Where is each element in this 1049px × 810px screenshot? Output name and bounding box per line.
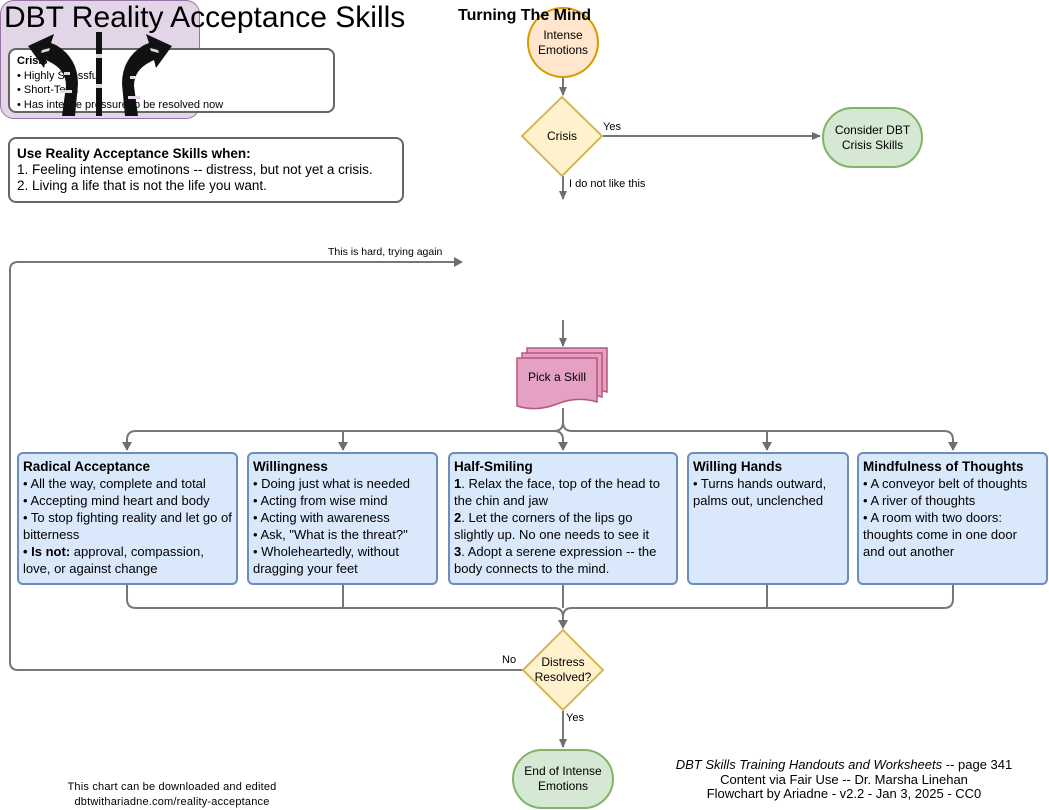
skill-point: 3. Adopt a serene expression -- the body… xyxy=(454,543,672,577)
consider-crisis-skills-label: Consider DBT Crisis Skills xyxy=(834,122,911,152)
skill-point: • A room with two doors: thoughts come i… xyxy=(863,510,1017,559)
skill-point-text: approval, compassion, love, or against c… xyxy=(23,544,204,576)
source-credits: DBT Skills Training Handouts and Workshe… xyxy=(640,757,1048,802)
skill-point: • Acting with awareness xyxy=(253,510,390,525)
skill-half-smiling: Half-Smiling 1. Relax the face, top of t… xyxy=(448,452,678,585)
distress-decision-label: Distress Resolved? xyxy=(534,655,592,684)
skill-radical-acceptance: Radical Acceptance • All the way, comple… xyxy=(17,452,238,585)
download-note: This chart can be downloaded and edited … xyxy=(40,780,304,810)
step-text: . Adopt a serene expression -- the body … xyxy=(454,544,657,576)
intense-emotions-start-node: Intense Emotions xyxy=(527,7,599,78)
step-number: 2 xyxy=(454,510,462,525)
skill-title: Willingness xyxy=(253,459,328,474)
pick-skill-shape xyxy=(516,347,608,410)
skill-point: • Accepting mind heart and body xyxy=(23,493,210,508)
download-text: This chart can be downloaded and edited xyxy=(67,781,277,793)
skill-title: Radical Acceptance xyxy=(23,459,151,474)
skill-point: • A river of thoughts xyxy=(863,493,976,508)
turning-the-mind-title: Turning The Mind xyxy=(457,7,591,24)
credits-line: Content via Fair Use -- Dr. Marsha Lineh… xyxy=(720,771,968,787)
edge-label-yes-end: Yes xyxy=(566,712,584,724)
edge-label-yes-crisis: Yes xyxy=(603,121,621,133)
turning-the-mind-node: Turning The Mind xyxy=(0,0,591,119)
pick-a-skill-label: Pick a Skill xyxy=(527,370,586,384)
distress-decision-shape xyxy=(521,628,605,712)
when-note-item: 2. Living a life that is not the life yo… xyxy=(17,178,267,193)
skill-mindfulness-of-thoughts: Mindfulness of Thoughts • A conveyor bel… xyxy=(857,452,1048,585)
skill-title: Mindfulness of Thoughts xyxy=(863,459,1024,474)
skill-point: • Wholeheartedly, without dragging your … xyxy=(253,544,399,576)
edge-label-dislike: I do not like this xyxy=(569,178,646,190)
skill-point: • Acting from wise mind xyxy=(253,493,388,508)
skill-point: • Is not: approval, compassion, love, or… xyxy=(23,543,232,577)
step-text: . Relax the face, top of the head to the… xyxy=(454,476,660,508)
crisis-note-item: • Highly Stressful xyxy=(17,69,101,82)
skill-willingness: Willingness • Doing just what is needed … xyxy=(247,452,438,585)
edge-distress-loop xyxy=(9,261,523,671)
crisis-decision-shape xyxy=(520,95,604,178)
skill-point: • Turns hands outward, palms out, unclen… xyxy=(693,476,827,508)
step-number: 3 xyxy=(454,544,462,559)
skill-point: • Doing just what is needed xyxy=(253,476,411,491)
edge-label-no: No xyxy=(502,654,517,666)
when-note-heading: Use Reality Acceptance Skills when: xyxy=(17,146,251,161)
end-of-intense-emotions-node: End of Intense Emotions xyxy=(512,749,614,809)
skill-point: 2. Let the corners of the lips go slight… xyxy=(454,509,672,543)
skill-point: • All the way, complete and total xyxy=(23,476,206,491)
credits-line: DBT Skills Training Handouts and Workshe… xyxy=(640,757,1048,773)
consider-crisis-skills-node: Consider DBT Crisis Skills xyxy=(822,107,923,168)
page-title: DBT Reality Acceptance Skills xyxy=(4,1,406,34)
skill-point-emphasis: • Is not: xyxy=(23,544,71,559)
skill-title: Half-Smiling xyxy=(454,459,533,474)
skill-point: • Ask, "What is the threat?" xyxy=(253,527,408,542)
credits-line: Flowchart by Ariadne - v2.2 - Jan 3, 202… xyxy=(706,786,982,801)
step-number: 1 xyxy=(454,476,462,491)
intense-emotions-label: Intense Emotions xyxy=(537,27,589,57)
skill-point: • A conveyor belt of thoughts xyxy=(863,476,1028,491)
skill-point: • To stop fighting reality and let go of… xyxy=(23,510,232,542)
edge-label-hard: This is hard, trying again xyxy=(328,246,443,258)
page-reference: -- page 341 xyxy=(942,757,1013,772)
end-label: End of Intense Emotions xyxy=(524,764,602,793)
skill-title: Willing Hands xyxy=(693,459,783,474)
skill-point: 1. Relax the face, top of the head to th… xyxy=(454,475,672,509)
book-title: DBT Skills Training Handouts and Workshe… xyxy=(675,757,943,772)
when-to-use-note: Use Reality Acceptance Skills when: 1. F… xyxy=(8,137,404,203)
crisis-decision-label: Crisis xyxy=(547,129,577,143)
step-text: . Let the corners of the lips go slightl… xyxy=(454,510,650,542)
edge-skills-distress xyxy=(126,585,564,628)
skill-willing-hands: Willing Hands • Turns hands outward, pal… xyxy=(687,452,849,585)
download-url: dbtwithariadne.com/reality-acceptance xyxy=(74,796,270,808)
fork-in-road-icon xyxy=(28,32,172,116)
when-note-item: 1. Feeling intense emotinons -- distress… xyxy=(17,162,373,177)
